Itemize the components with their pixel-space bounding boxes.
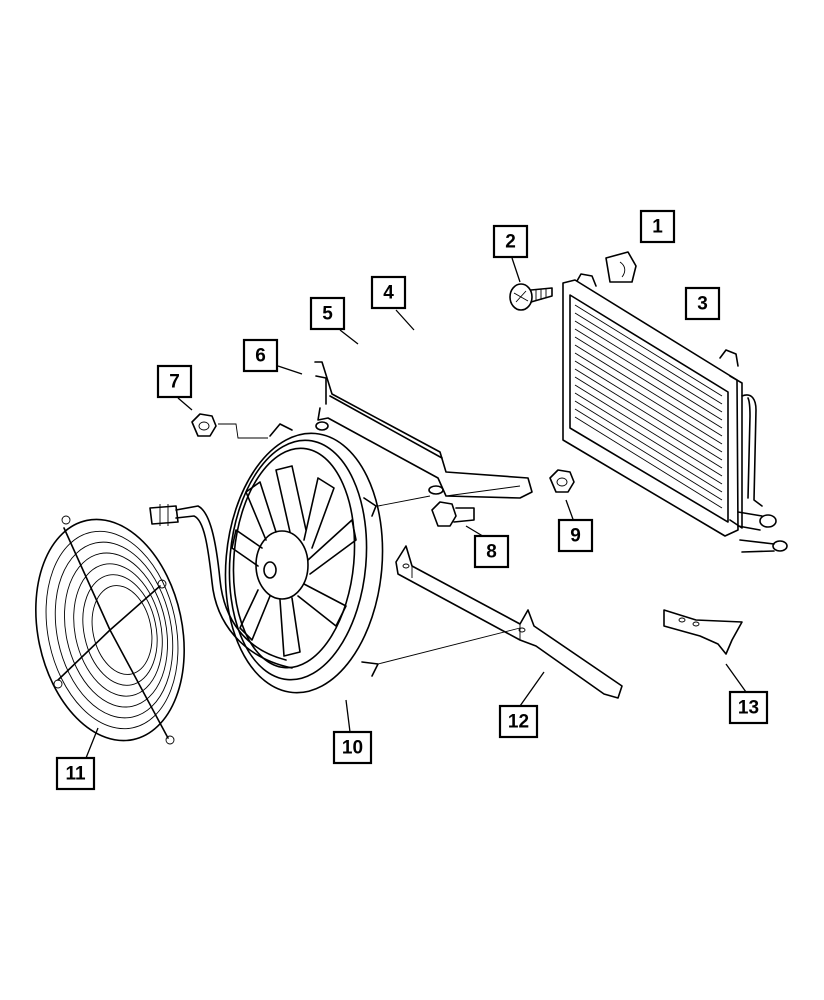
callout-label: 1 [652, 217, 663, 238]
callout-label: 9 [570, 526, 581, 547]
nut-9 [549, 469, 575, 493]
callout-label: 4 [383, 283, 394, 304]
nut-7 [191, 413, 217, 437]
leader-lines [85, 257, 747, 759]
fan-assembly [149, 423, 384, 694]
callout-label: 5 [322, 304, 333, 325]
callout-label: 11 [65, 764, 86, 785]
callout-label: 8 [486, 542, 497, 563]
callout-label: 7 [169, 372, 180, 393]
callout-9: 9 [557, 518, 594, 553]
bolt-8 [431, 501, 475, 527]
callout-11: 11 [55, 756, 96, 791]
callout-label: 10 [342, 738, 363, 759]
small-bracket [663, 609, 743, 655]
seal-pad [605, 251, 637, 283]
callout-2: 2 [492, 224, 529, 259]
callout-label: 3 [697, 294, 708, 315]
callout-label: 13 [738, 698, 759, 719]
callout-label: 6 [255, 346, 266, 367]
callout-label: 2 [505, 232, 516, 253]
callout-12: 12 [498, 704, 539, 739]
callout-7: 7 [156, 364, 193, 399]
callout-3: 3 [684, 286, 721, 321]
fan-guard [35, 515, 185, 745]
callout-1: 1 [639, 209, 676, 244]
callout-8: 8 [473, 534, 510, 569]
callout-13: 13 [728, 690, 769, 725]
condenser [562, 273, 788, 553]
callout-label: 12 [508, 712, 529, 733]
upper-bracket [314, 361, 533, 499]
lower-bracket [395, 545, 623, 699]
screw [509, 283, 553, 311]
callout-4: 4 [370, 275, 407, 310]
callout-10: 10 [332, 730, 373, 765]
callout-6: 6 [242, 338, 279, 373]
callout-5: 5 [309, 296, 346, 331]
